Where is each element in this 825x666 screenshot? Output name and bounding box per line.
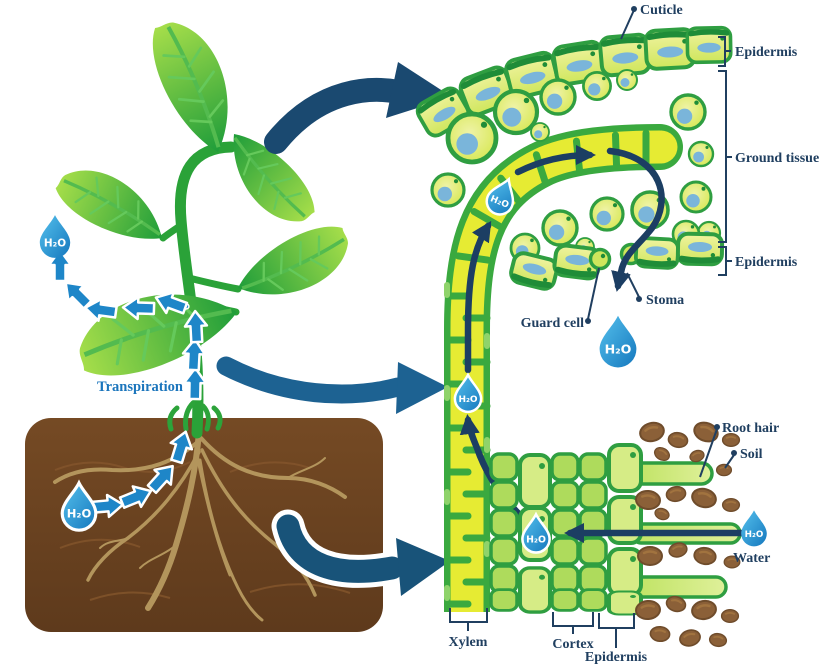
h2o-label: H₂O bbox=[458, 395, 477, 405]
stem bbox=[174, 141, 237, 439]
cuticle-leader bbox=[620, 9, 635, 40]
flow-arrow bbox=[514, 144, 597, 176]
leader-dot bbox=[731, 450, 737, 456]
water-droplet-icon: H₂O bbox=[481, 173, 523, 220]
water-droplet-icon: H₂O bbox=[599, 315, 637, 368]
epidermis-upper-label: Epidermis bbox=[735, 45, 798, 60]
guard-cell bbox=[588, 247, 612, 271]
h2o-label: H₂O bbox=[67, 507, 92, 521]
leader-dot bbox=[636, 296, 642, 302]
soil-texture bbox=[54, 461, 351, 601]
water-label: Water bbox=[733, 551, 770, 566]
xylem-label: Xylem bbox=[449, 635, 488, 650]
water-droplet-icon: H₂O bbox=[60, 481, 98, 532]
magnify-arrow-middle bbox=[216, 356, 448, 414]
guard-cell-label: Guard cell bbox=[521, 316, 584, 331]
soil-leader bbox=[724, 454, 735, 469]
leader-dot bbox=[631, 6, 637, 12]
epidermis-root-label: Epidermis bbox=[585, 650, 648, 665]
epidermis-upper-bracket bbox=[718, 36, 731, 67]
epidermis-lower-bracket bbox=[718, 246, 732, 276]
root-cross-section: H₂O H₂O Root hair Soil Water bbox=[489, 418, 779, 650]
h2o-label: H₂O bbox=[44, 237, 66, 249]
bottom-labels: Xylem Cortex Epidermis bbox=[449, 608, 648, 665]
water-droplet-icon: H₂O bbox=[521, 513, 551, 554]
epidermis-lower-label: Epidermis bbox=[735, 255, 798, 270]
leaf bbox=[228, 210, 362, 322]
cuticle-label: Cuticle bbox=[640, 3, 683, 18]
cortex-bracket bbox=[552, 612, 594, 634]
cortex-label: Cortex bbox=[552, 637, 593, 652]
xylem-bracket bbox=[449, 608, 488, 631]
ground-tissue-bracket bbox=[718, 70, 732, 243]
stoma-label: Stoma bbox=[646, 293, 684, 308]
stoma-leader bbox=[626, 272, 640, 298]
transpiration-label: Transpiration bbox=[97, 379, 183, 395]
h2o-label: H₂O bbox=[605, 342, 632, 357]
grass-tuft bbox=[167, 400, 223, 432]
h2o-label: H₂O bbox=[745, 530, 764, 540]
root-hair-label: Root hair bbox=[722, 421, 779, 436]
plant bbox=[46, 9, 362, 439]
ground-tissue-label: Ground tissue bbox=[735, 151, 819, 166]
water-droplet-icon: H₂O bbox=[741, 510, 767, 547]
soil-label: Soil bbox=[740, 447, 763, 462]
magnify-arrow-top bbox=[264, 62, 452, 154]
leader-dot bbox=[714, 424, 720, 430]
leader-dot bbox=[585, 318, 591, 324]
water-droplet-icon: H₂O bbox=[453, 373, 483, 414]
guard-cell-leader bbox=[587, 267, 600, 320]
epidermis-root-bracket bbox=[598, 613, 635, 648]
xylem-notches bbox=[444, 282, 490, 601]
h2o-label: H₂O bbox=[526, 534, 546, 545]
magnify-arrow-bottom bbox=[271, 509, 455, 602]
soil-block bbox=[25, 418, 383, 632]
leaf-section-labels: Cuticle Epidermis Ground tissue Epidermi… bbox=[521, 3, 820, 331]
stoma-exit-arrow bbox=[606, 147, 665, 292]
flow-arrow bbox=[464, 220, 492, 374]
transpiration-flow: H₂O H₂O Transpiration bbox=[39, 215, 210, 532]
water-droplet-icon: H₂O bbox=[39, 215, 71, 258]
root-hair-leader bbox=[699, 428, 718, 478]
